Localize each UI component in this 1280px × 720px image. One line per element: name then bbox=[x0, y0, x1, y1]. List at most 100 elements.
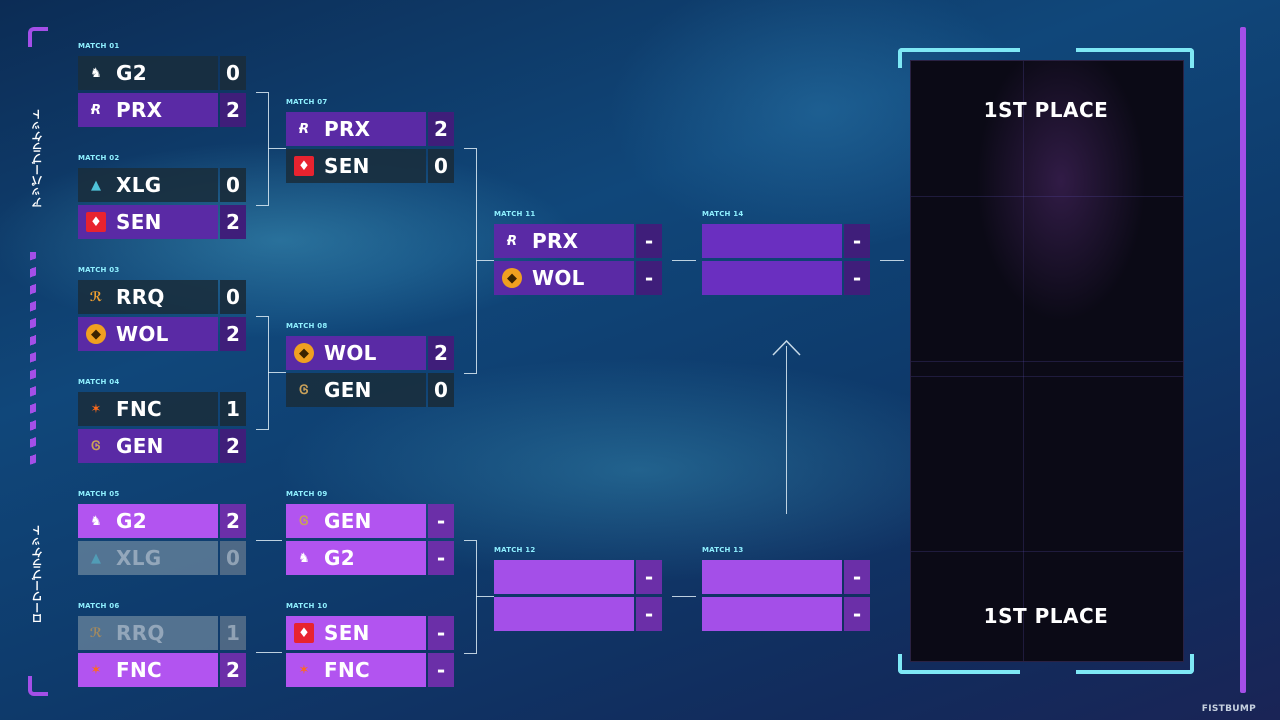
score: 0 bbox=[220, 56, 246, 90]
match-09-label: MATCH 09 bbox=[286, 490, 328, 498]
match-02-team-2[interactable]: ♦SEN 2 bbox=[78, 205, 246, 239]
match-06-team-2[interactable]: ✶FNC 2 bbox=[78, 653, 246, 687]
score: 0 bbox=[428, 149, 454, 183]
dashed-divider bbox=[30, 252, 36, 466]
match-10-team-1[interactable]: ♦SEN - bbox=[286, 616, 454, 650]
prx-logo-icon: Ɍ bbox=[298, 121, 309, 137]
match-12-team-2[interactable]: - bbox=[494, 597, 662, 631]
connector-m13-up bbox=[786, 346, 787, 514]
score: - bbox=[844, 261, 870, 295]
score: 2 bbox=[220, 317, 246, 351]
score: 2 bbox=[220, 504, 246, 538]
score: 2 bbox=[428, 336, 454, 370]
score: 2 bbox=[220, 429, 246, 463]
match-04-label: MATCH 04 bbox=[78, 378, 120, 386]
prx-logo-icon: Ɍ bbox=[506, 233, 517, 249]
match-11-team-2[interactable]: ◆WOL - bbox=[494, 261, 662, 295]
score: - bbox=[428, 653, 454, 687]
match-05-team-1[interactable]: ♞G2 2 bbox=[78, 504, 246, 538]
match-10-label: MATCH 10 bbox=[286, 602, 328, 610]
match-14-team-1[interactable]: - bbox=[702, 224, 870, 258]
match-09-team-2[interactable]: ♞G2 - bbox=[286, 541, 454, 575]
score: 0 bbox=[220, 168, 246, 202]
match-10-team-2[interactable]: ✶FNC - bbox=[286, 653, 454, 687]
match-13-team-1[interactable]: - bbox=[702, 560, 870, 594]
fnc-logo-icon: ✶ bbox=[90, 401, 102, 417]
score: - bbox=[428, 541, 454, 575]
g2-logo-icon: ♞ bbox=[90, 513, 102, 529]
score: 0 bbox=[220, 541, 246, 575]
connector-to-m11 bbox=[476, 260, 494, 261]
connector-m11-m14 bbox=[672, 260, 696, 261]
sen-logo-icon: ♦ bbox=[294, 623, 314, 643]
gen-logo-icon: Ꮆ bbox=[299, 513, 309, 529]
match-14-team-2[interactable]: - bbox=[702, 261, 870, 295]
fnc-logo-icon: ✶ bbox=[90, 662, 102, 678]
match-02-team-1[interactable]: ▲XLG 0 bbox=[78, 168, 246, 202]
rrq-logo-icon: ℛ bbox=[89, 289, 103, 305]
score: - bbox=[636, 560, 662, 594]
score: 2 bbox=[220, 205, 246, 239]
match-05-team-2[interactable]: ▲XLG 0 bbox=[78, 541, 246, 575]
score: 0 bbox=[428, 373, 454, 407]
lower-bracket-label: ローワーブラケット bbox=[31, 525, 44, 624]
gen-logo-icon: Ꮆ bbox=[91, 438, 101, 454]
first-place-top-label: 1ST PLACE bbox=[983, 98, 1109, 122]
match-03-label: MATCH 03 bbox=[78, 266, 120, 274]
match-13-team-2[interactable]: - bbox=[702, 597, 870, 631]
score: - bbox=[636, 597, 662, 631]
match-14-label: MATCH 14 bbox=[702, 210, 744, 218]
score: 1 bbox=[220, 616, 246, 650]
match-01-team-1[interactable]: ♞G2 0 bbox=[78, 56, 246, 90]
wol-logo-icon: ◆ bbox=[502, 268, 522, 288]
fnc-logo-icon: ✶ bbox=[298, 662, 310, 678]
match-07-team-2[interactable]: ♦SEN 0 bbox=[286, 149, 454, 183]
watermark: FISTBUMP bbox=[1201, 704, 1256, 714]
upper-bracket-label: アッパーブラケット bbox=[31, 109, 44, 208]
g2-logo-icon: ♞ bbox=[298, 550, 310, 566]
match-01-label: MATCH 01 bbox=[78, 42, 120, 50]
score: - bbox=[844, 224, 870, 258]
final-frame-top-right bbox=[1076, 48, 1194, 68]
match-07-label: MATCH 07 bbox=[286, 98, 328, 106]
score: - bbox=[844, 560, 870, 594]
final-frame-bottom-right bbox=[1076, 654, 1194, 674]
connector-m12-m13 bbox=[672, 596, 696, 597]
wol-logo-icon: ◆ bbox=[86, 324, 106, 344]
match-02-label: MATCH 02 bbox=[78, 154, 120, 162]
connector-m01-m02 bbox=[256, 92, 269, 206]
corner-bracket-top-left bbox=[28, 27, 48, 47]
match-12-team-1[interactable]: - bbox=[494, 560, 662, 594]
match-11-label: MATCH 11 bbox=[494, 210, 536, 218]
match-04-team-1[interactable]: ✶FNC 1 bbox=[78, 392, 246, 426]
corner-bracket-bottom-left bbox=[28, 676, 48, 696]
score: - bbox=[428, 616, 454, 650]
score: 1 bbox=[220, 392, 246, 426]
connector-m05-m09 bbox=[256, 540, 282, 541]
match-06-label: MATCH 06 bbox=[78, 602, 120, 610]
match-03-team-2[interactable]: ◆WOL 2 bbox=[78, 317, 246, 351]
score: - bbox=[636, 224, 662, 258]
g2-logo-icon: ♞ bbox=[90, 65, 102, 81]
connector-m07-m08 bbox=[464, 148, 477, 374]
connector-to-m07 bbox=[268, 148, 286, 149]
connector-m09-m10 bbox=[464, 540, 477, 654]
match-08-team-1[interactable]: ◆WOL 2 bbox=[286, 336, 454, 370]
match-12-label: MATCH 12 bbox=[494, 546, 536, 554]
connector-m14-final bbox=[880, 260, 904, 261]
match-13-label: MATCH 13 bbox=[702, 546, 744, 554]
score: 0 bbox=[220, 280, 246, 314]
rrq-logo-icon: ℛ bbox=[89, 625, 103, 641]
sen-logo-icon: ♦ bbox=[86, 212, 106, 232]
connector-to-m08 bbox=[268, 372, 286, 373]
score: 2 bbox=[220, 93, 246, 127]
connector-to-m12 bbox=[476, 596, 494, 597]
